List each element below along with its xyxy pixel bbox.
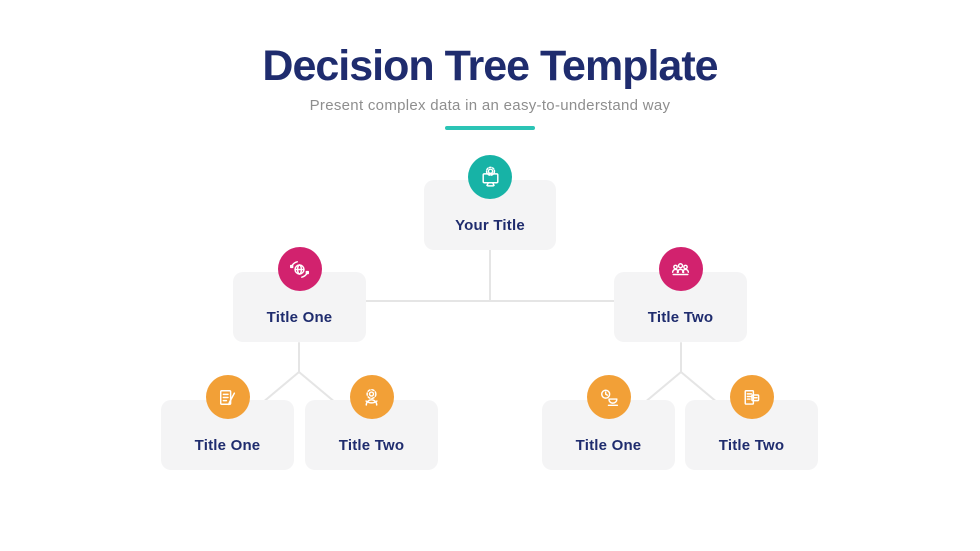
node-level3-one: Title One [161,375,294,470]
team-icon [658,247,703,291]
node-label: Title One [266,308,333,326]
node-level3-two: Title Two [305,375,438,470]
notebook-pencil-icon [205,375,250,419]
page-subtitle: Present complex data in an easy-to-under… [309,97,671,114]
node-label: Title Two [338,436,405,454]
accent-underline [445,126,535,130]
node-label: Title Two [718,436,785,454]
node-level2-two: Title Two [614,247,747,342]
documents-icon [729,375,774,419]
node-label: Your Title [455,216,525,234]
globe-sync-icon [277,247,322,291]
computer-gear-icon [468,155,512,199]
page-title: Decision Tree Template [262,42,718,90]
node-label: Title One [194,436,261,454]
node-level2-one: Title One [233,247,366,342]
clock-cup-icon [586,375,631,419]
node-label: Title One [575,436,642,454]
node-level3-three: Title One [542,375,675,470]
node-level3-four: Title Two [685,375,818,470]
node-label: Title Two [647,308,714,326]
node-root: Your Title [424,155,556,250]
person-flower-icon [349,375,394,419]
